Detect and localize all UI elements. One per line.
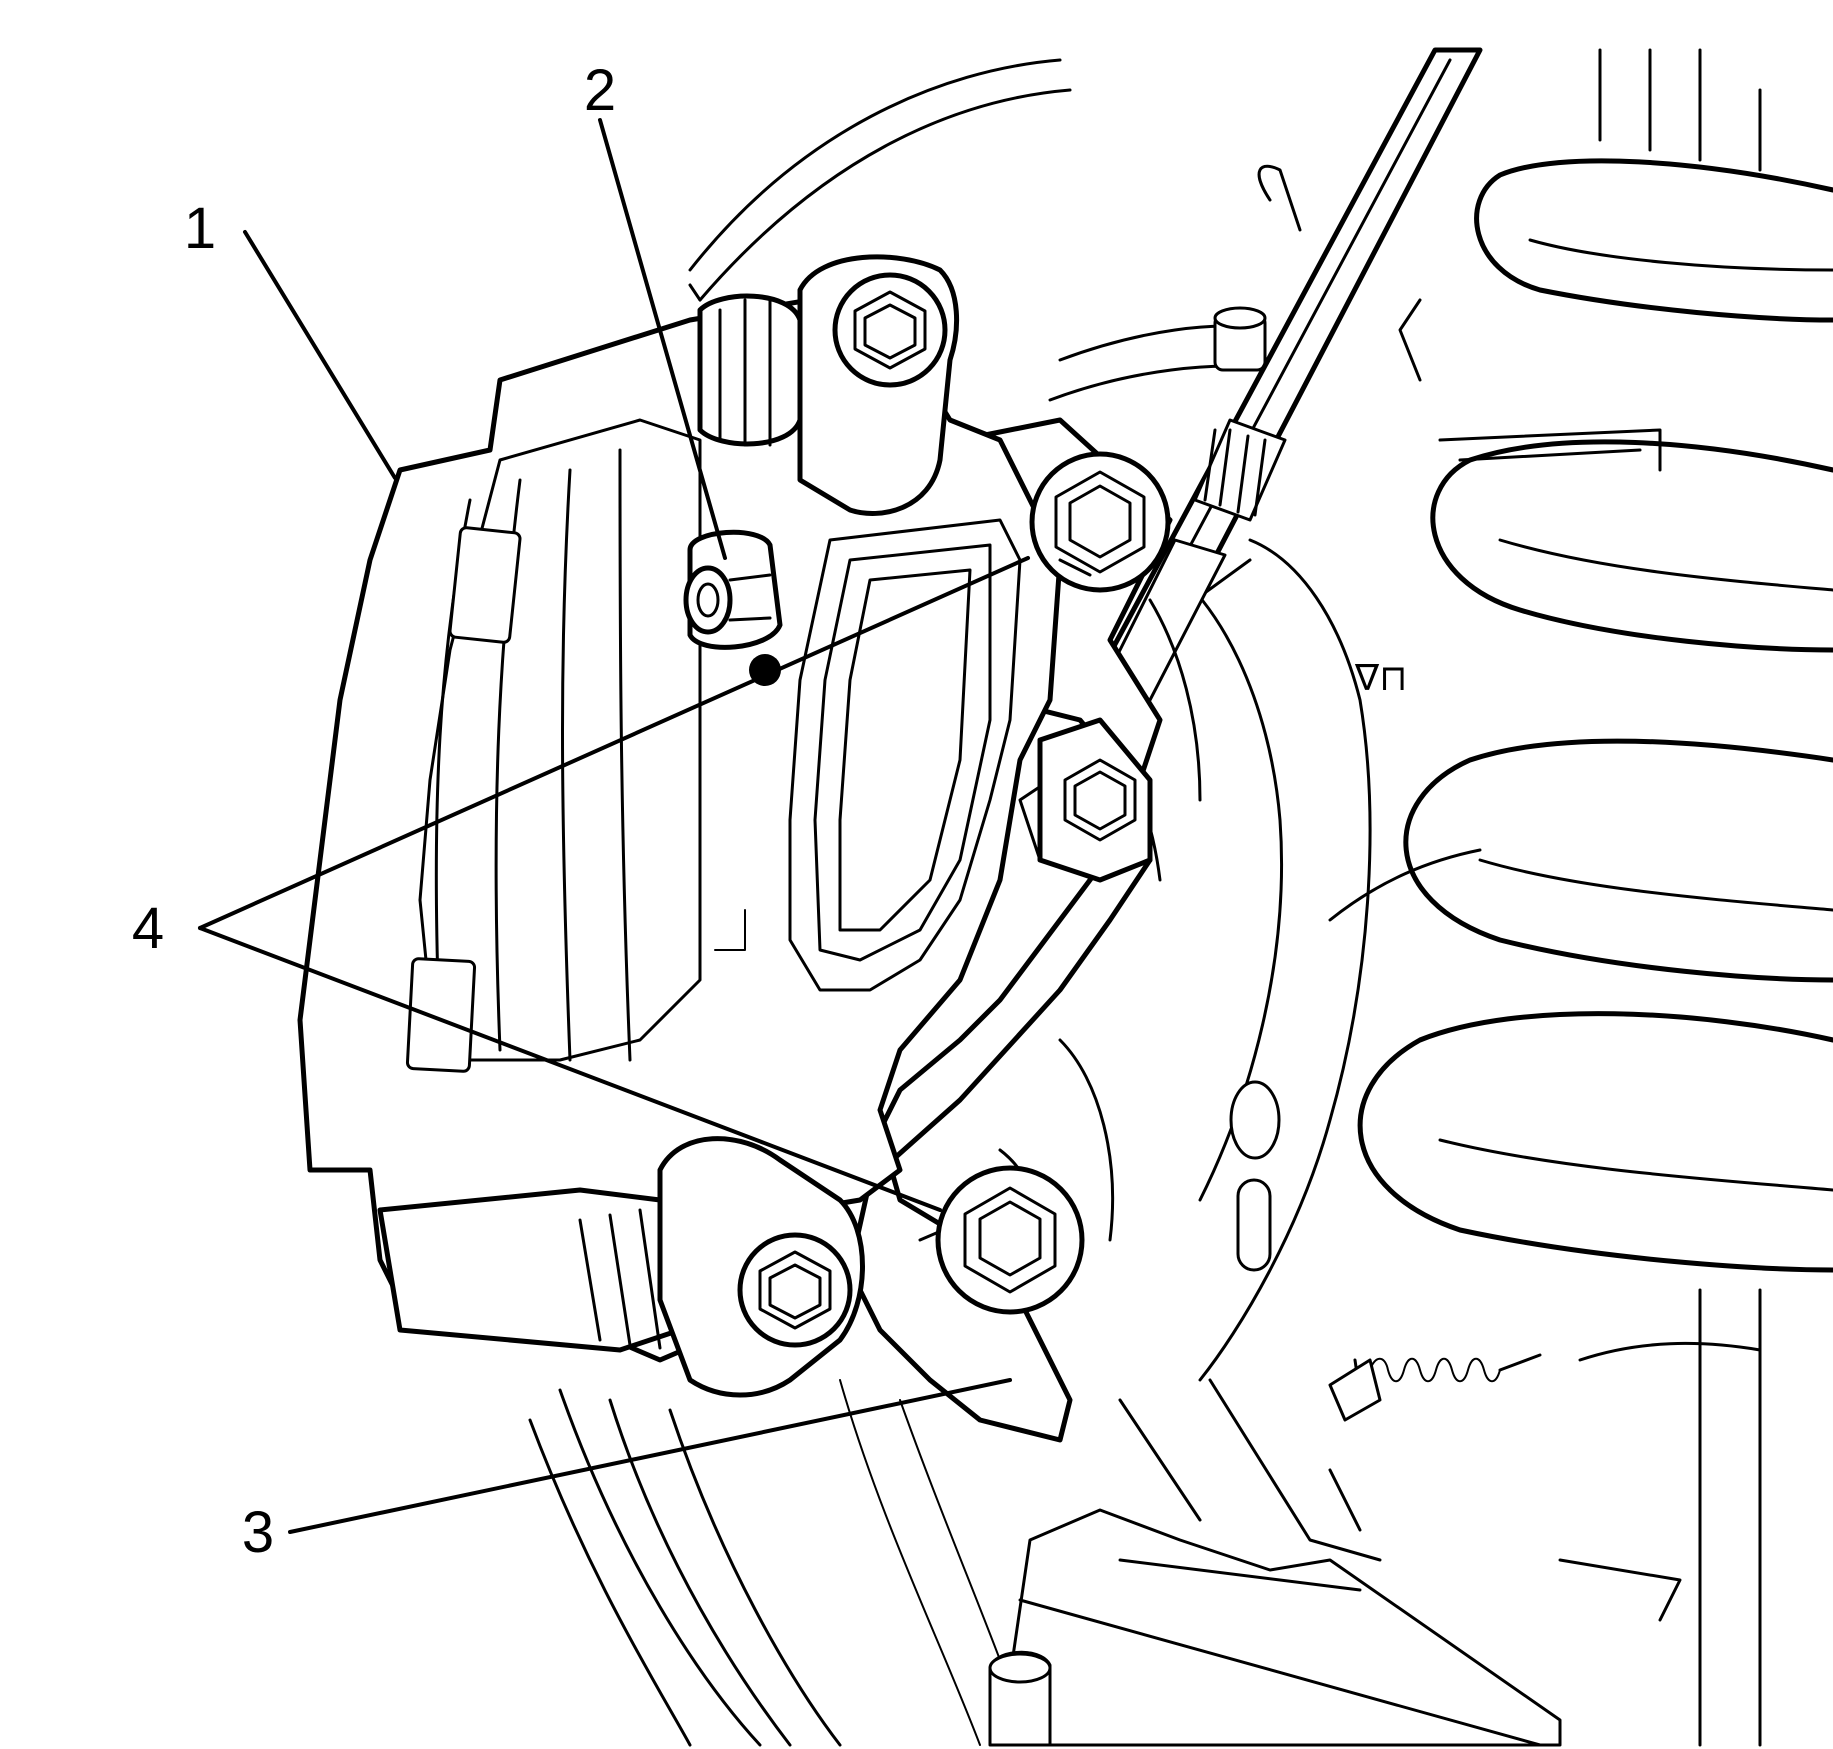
leader-lines	[198, 118, 1030, 1534]
caliper-bolt-lower	[737, 1232, 853, 1348]
bleeder-valve	[683, 529, 783, 686]
brake-hose	[1082, 47, 1483, 723]
caliper-bolt-upper	[832, 272, 948, 388]
lower-arm-hardware	[988, 1508, 1682, 1747]
bracket-bolt-upper	[1029, 451, 1171, 593]
leader-4a	[198, 556, 1030, 930]
upper-suspension	[1213, 164, 1662, 472]
leader-1	[243, 230, 397, 480]
parking-brake-spring	[1328, 1353, 1542, 1422]
leader-4b	[198, 926, 942, 1212]
coil-spring	[1357, 48, 1833, 1747]
callout-4: 4	[132, 896, 164, 961]
callout-1: 1	[184, 196, 216, 261]
callout-3: 3	[242, 1500, 274, 1565]
embossed-mark: ∇⊓	[1354, 657, 1407, 698]
bracket-bolt-lower	[935, 1165, 1085, 1315]
knuckle-bolt-center	[1037, 717, 1153, 883]
callout-2: 2	[584, 58, 616, 123]
leader-3	[288, 1378, 1012, 1534]
leader-2	[598, 118, 727, 560]
